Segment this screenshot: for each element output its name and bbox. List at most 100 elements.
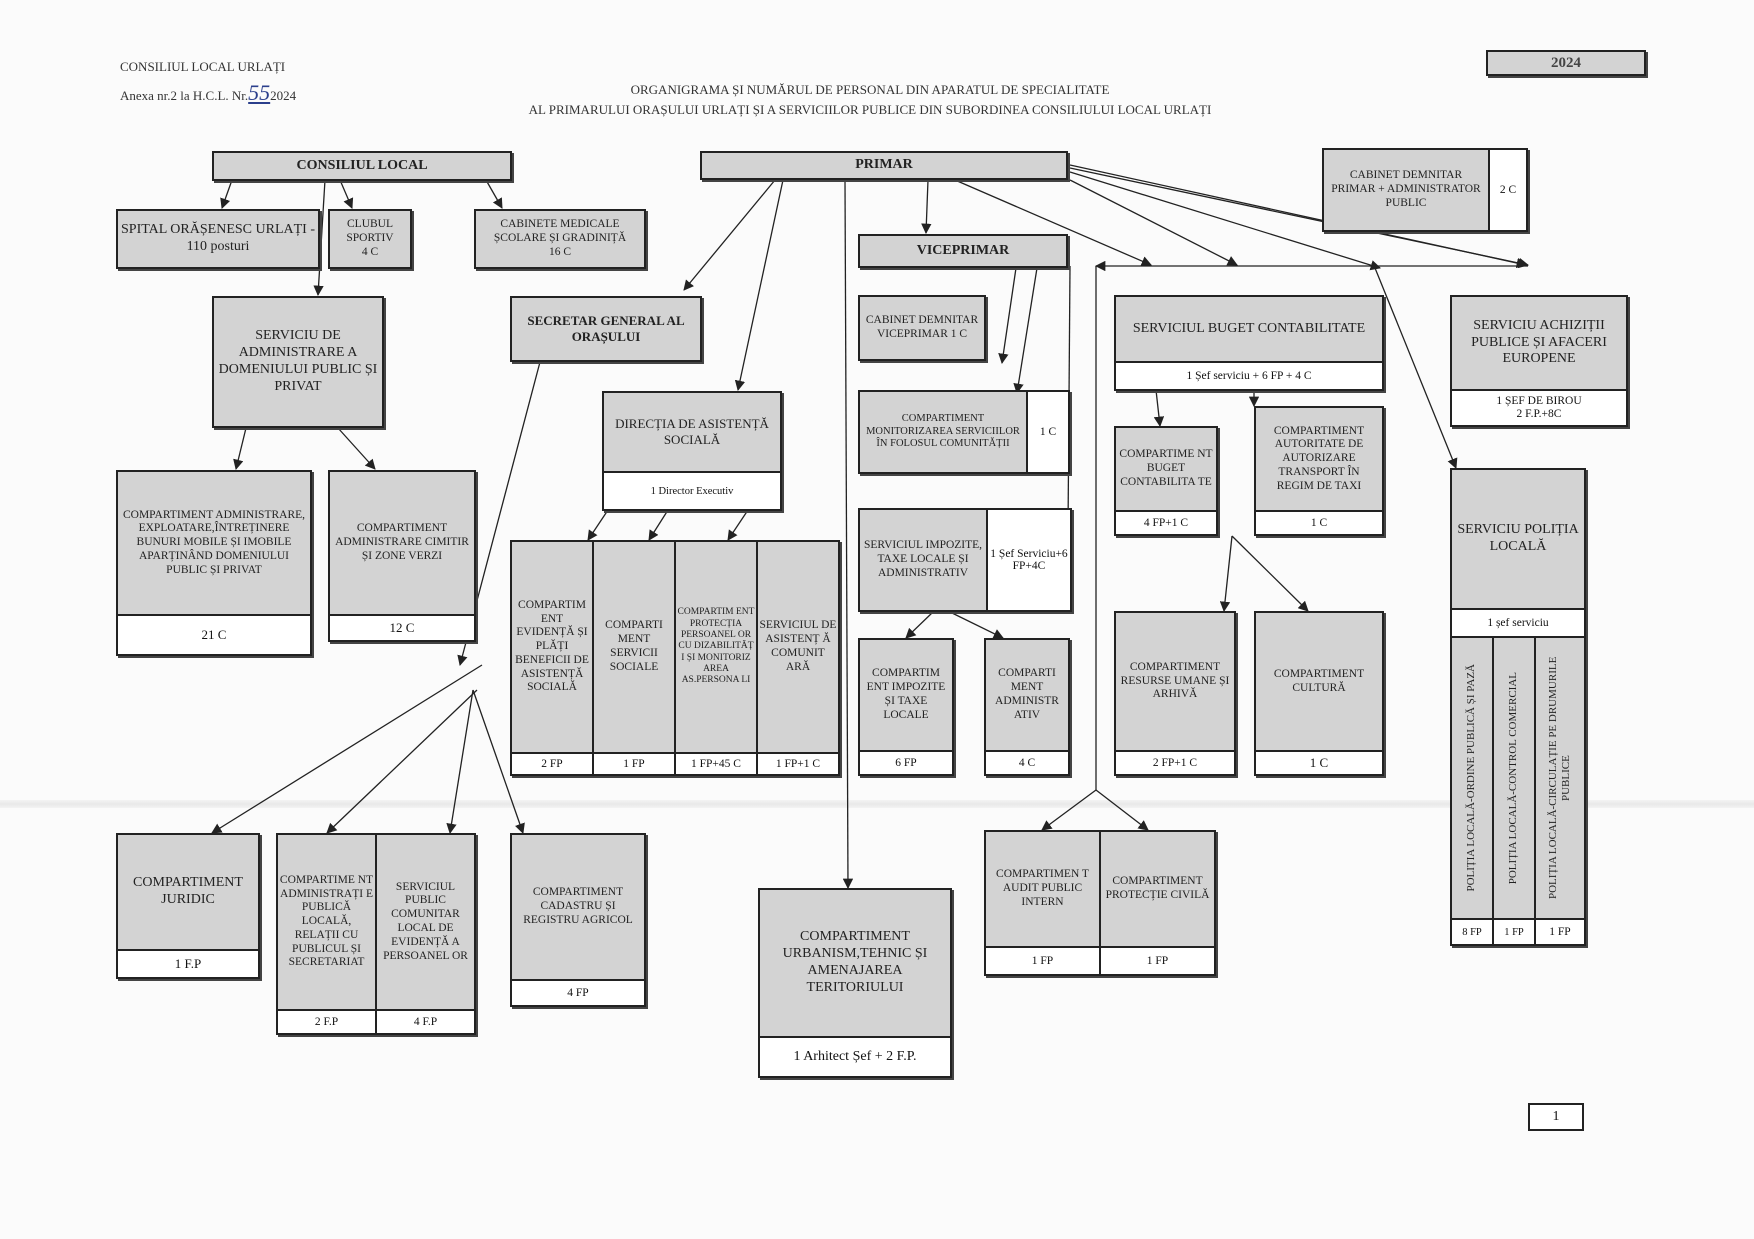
serviciul-buget-staff: 1 Șef serviciu + 6 FP + 4 C [1116,361,1382,389]
annex-line: Anexa nr.2 la H.C.L. Nr.552024 [120,77,296,109]
politia-circulatie-cell: POLIȚIA LOCALĂ-CIRCULAȚIE PE DRUMURILE P… [1536,638,1584,918]
page-number-text: 1 [1552,1109,1560,1124]
comp-audit: COMPARTIMEN T AUDIT PUBLIC INTERN 1 FP [986,832,1099,974]
comp-impozite-label: COMPARTIM ENT IMPOZITE ȘI TAXE LOCALE [860,640,952,750]
cabinet-viceprimar-label: CABINET DEMNITAR VICEPRIMAR 1 C [860,297,984,359]
comp-taxi-box: COMPARTIMENT AUTORITATE DE AUTORIZARE TR… [1254,406,1384,536]
serv-comunitar-staff: 1 FP+1 C [758,752,838,774]
serviciu-administrare-domeniu-label: SERVICIU DE ADMINISTRARE A DOMENIULUI PU… [214,298,382,426]
comp-urbanism-staff: 1 Arhitect Șef + 2 F.P. [760,1036,950,1076]
serviciul-buget-box: SERVICIUL BUGET CONTABILITATE 1 Șef serv… [1114,295,1384,391]
comp-evidenta-plati-staff: 2 FP [512,752,592,774]
serv-evidenta-persoanelor: SERVICIUL PUBLIC COMUNITAR LOCAL DE EVID… [375,835,474,1033]
politia-subdivisions-group: POLIȚIA LOCALĂ-ORDINE PUBLICĂ ȘI PAZĂ 8 … [1450,638,1586,946]
comp-protectia-dizabilitati: COMPARTIM ENT PROTECȚIA PERSOANEL OR CU … [674,542,756,774]
achizitii-staff-line-1: 1 ȘEF DE BIROU [1496,395,1582,408]
comp-cultura-label: COMPARTIMENT CULTURĂ [1256,613,1382,750]
annex-year: 2024 [270,87,297,103]
politia-circulatie: POLIȚIA LOCALĂ-CIRCULAȚIE PE DRUMURILE P… [1534,638,1584,944]
consiliul-local-label: CONSILIUL LOCAL [214,153,510,179]
comp-admin-exploatare-label: COMPARTIMENT ADMINISTRARE, EXPLOATARE,ÎN… [118,472,310,614]
clubul-sportiv-label: CLUBUL SPORTIV [346,218,394,245]
comp-resurse-umane-label: COMPARTIMENT RESURSE UMANE ȘI ARHIVĂ [1116,613,1234,750]
politia-control-staff: 1 FP [1494,918,1534,944]
comp-protectie-civila: COMPARTIMENT PROTECȚIE CIVILĂ 1 FP [1099,832,1214,974]
council-name: CONSILIUL LOCAL URLAȚI [120,59,286,74]
comp-evidenta-plati-label: COMPARTIM ENT EVIDENȚĂ ȘI PLĂȚI BENEFICI… [512,542,592,752]
comp-administrativ-box: COMPARTI MENT ADMINISTR ATIV 4 C [984,638,1070,776]
comp-resurse-umane-staff: 2 FP+1 C [1116,750,1234,774]
comp-cadastru-label: COMPARTIMENT CADASTRU ȘI REGISTRU AGRICO… [512,835,644,979]
comp-protectie-civila-staff: 1 FP [1101,946,1214,974]
secretar-compartments-group: COMPARTIME NT ADMINISTRAȚI E PUBLICĂ LOC… [276,833,476,1035]
cabinet-primar-box: CABINET DEMNITAR PRIMAR + ADMINISTRATOR … [1322,148,1528,232]
comp-administrativ-label: COMPARTI MENT ADMINISTR ATIV [986,640,1068,750]
spital-label: SPITAL ORĂȘENESC URLAȚI - 110 posturi [118,211,318,267]
comp-urbanism-box: COMPARTIMENT URBANISM,TEHNIC ȘI AMENAJAR… [758,888,952,1078]
comp-juridic-box: COMPARTIMENT JURIDIC 1 F.P [116,833,260,979]
comp-audit-staff: 1 FP [986,946,1099,974]
comp-monitorizare-staff: 1 C [1026,392,1068,472]
comp-cadastru-box: COMPARTIMENT CADASTRU ȘI REGISTRU AGRICO… [510,833,646,1007]
politia-circulatie-staff: 1 FP [1536,918,1584,944]
serv-asistenta-comunitara: SERVICIUL DE ASISTENȚ Ă COMUNIT ARĂ 1 FP… [756,542,838,774]
viceprimar-label: VICEPRIMAR [860,236,1066,266]
serv-impozite-staff: 1 Șef Serviciu+6 FP+4C [986,510,1070,610]
year-stamp: 2024 [1486,50,1646,76]
comp-administratie-publica: COMPARTIME NT ADMINISTRAȚI E PUBLICĂ LOC… [278,835,375,1033]
politia-locala-staff: 1 șef serviciu [1452,608,1584,636]
comp-taxi-label: COMPARTIMENT AUTORITATE DE AUTORIZARE TR… [1256,408,1382,510]
comp-juridic-label: COMPARTIMENT JURIDIC [118,835,258,949]
politia-ordine-label: POLIȚIA LOCALĂ-ORDINE PUBLICĂ ȘI PAZĂ [1465,664,1478,892]
politia-circulatie-label: POLIȚIA LOCALĂ-CIRCULAȚIE PE DRUMURILE P… [1546,656,1572,900]
comp-juridic-staff: 1 F.P [118,949,258,977]
year-stamp-text: 2024 [1551,54,1581,71]
directia-asistenta-label: DIRECȚIA DE ASISTENȚĂ SOCIALĂ [604,393,780,471]
comp-admin-publica-staff: 2 F.P [278,1009,375,1033]
primar-box: PRIMAR [700,151,1068,180]
header-org: CONSILIUL LOCAL URLAȚI Anexa nr.2 la H.C… [120,58,296,109]
cabinet-primar-label: CABINET DEMNITAR PRIMAR + ADMINISTRATOR … [1324,150,1488,230]
page-title: ORGANIGRAMA ȘI NUMĂRUL DE PERSONAL DIN A… [440,80,1300,120]
politia-ordine-publica: POLIȚIA LOCALĂ-ORDINE PUBLICĂ ȘI PAZĂ 8 … [1452,638,1492,944]
page-number: 1 [1528,1103,1584,1131]
comp-servicii-sociale-staff: 1 FP [594,752,674,774]
serv-impozite-label: SERVICIUL IMPOZITE, TAXE LOCALE ȘI ADMIN… [860,510,986,610]
comp-cultura-box: COMPARTIMENT CULTURĂ 1 C [1254,611,1384,776]
clubul-sportiv-box: CLUBUL SPORTIV 4 C [328,209,412,269]
comp-resurse-umane-box: COMPARTIMENT RESURSE UMANE ȘI ARHIVĂ 2 F… [1114,611,1236,776]
comp-administrativ-staff: 4 C [986,750,1068,774]
comp-admin-publica-label: COMPARTIME NT ADMINISTRAȚI E PUBLICĂ LOC… [278,835,375,1009]
hcl-number: 55 [248,79,271,105]
serv-evidenta-staff: 4 F.P [377,1009,474,1033]
achizitii-publice-box: SERVICIU ACHIZIȚII PUBLICE ȘI AFACERI EU… [1450,295,1628,427]
audit-protectie-group: COMPARTIMEN T AUDIT PUBLIC INTERN 1 FP C… [984,830,1216,976]
directia-asistenta-staff: 1 Director Executiv [604,471,780,509]
politia-locala-label: SERVICIU POLIȚIA LOCALĂ [1452,470,1584,608]
scan-artifact [0,800,1754,808]
comp-taxi-staff: 1 C [1256,510,1382,534]
cabinete-medicale-label: CABINETE MEDICALE ȘCOLARE ȘI GRADINIȚĂ [493,218,627,245]
clubul-sportiv-content: CLUBUL SPORTIV 4 C [330,211,410,267]
comp-cadastru-staff: 4 FP [512,979,644,1005]
comp-impozite-box: COMPARTIM ENT IMPOZITE ȘI TAXE LOCALE 6 … [858,638,954,776]
title-line-1: ORGANIGRAMA ȘI NUMĂRUL DE PERSONAL DIN A… [630,82,1110,97]
spital-box: SPITAL ORĂȘENESC URLAȚI - 110 posturi [116,209,320,269]
clubul-sportiv-staff: 4 C [361,245,379,258]
serv-evidenta-label: SERVICIUL PUBLIC COMUNITAR LOCAL DE EVID… [377,835,474,1009]
cabinete-medicale-box: CABINETE MEDICALE ȘCOLARE ȘI GRADINIȚĂ 1… [474,209,646,269]
comp-audit-label: COMPARTIMEN T AUDIT PUBLIC INTERN [986,832,1099,946]
directia-asistenta-box: DIRECȚIA DE ASISTENȚĂ SOCIALĂ 1 Director… [602,391,782,511]
serviciul-buget-label: SERVICIUL BUGET CONTABILITATE [1116,297,1382,361]
comp-servicii-sociale: COMPARTI MENT SERVICII SOCIALE 1 FP [592,542,674,774]
comp-buget-staff: 4 FP+1 C [1116,510,1216,534]
primar-label: PRIMAR [702,153,1066,178]
cabinete-medicale-staff: 16 C [548,245,572,258]
cabinete-medicale-content: CABINETE MEDICALE ȘCOLARE ȘI GRADINIȚĂ 1… [476,211,644,267]
comp-protectia-staff: 1 FP+45 C [676,752,756,774]
comp-urbanism-label: COMPARTIMENT URBANISM,TEHNIC ȘI AMENAJAR… [760,890,950,1036]
serv-impozite-box: SERVICIUL IMPOZITE, TAXE LOCALE ȘI ADMIN… [858,508,1072,612]
politia-control-comercial: POLIȚIA LOCALĂ-CONTROL COMERCIAL 1 FP [1492,638,1534,944]
politia-locala-box: SERVICIU POLIȚIA LOCALĂ 1 șef serviciu [1450,468,1586,638]
comp-monitorizare-label: COMPARTIMENT MONITORIZAREA SERVICIILOR Î… [860,392,1026,472]
